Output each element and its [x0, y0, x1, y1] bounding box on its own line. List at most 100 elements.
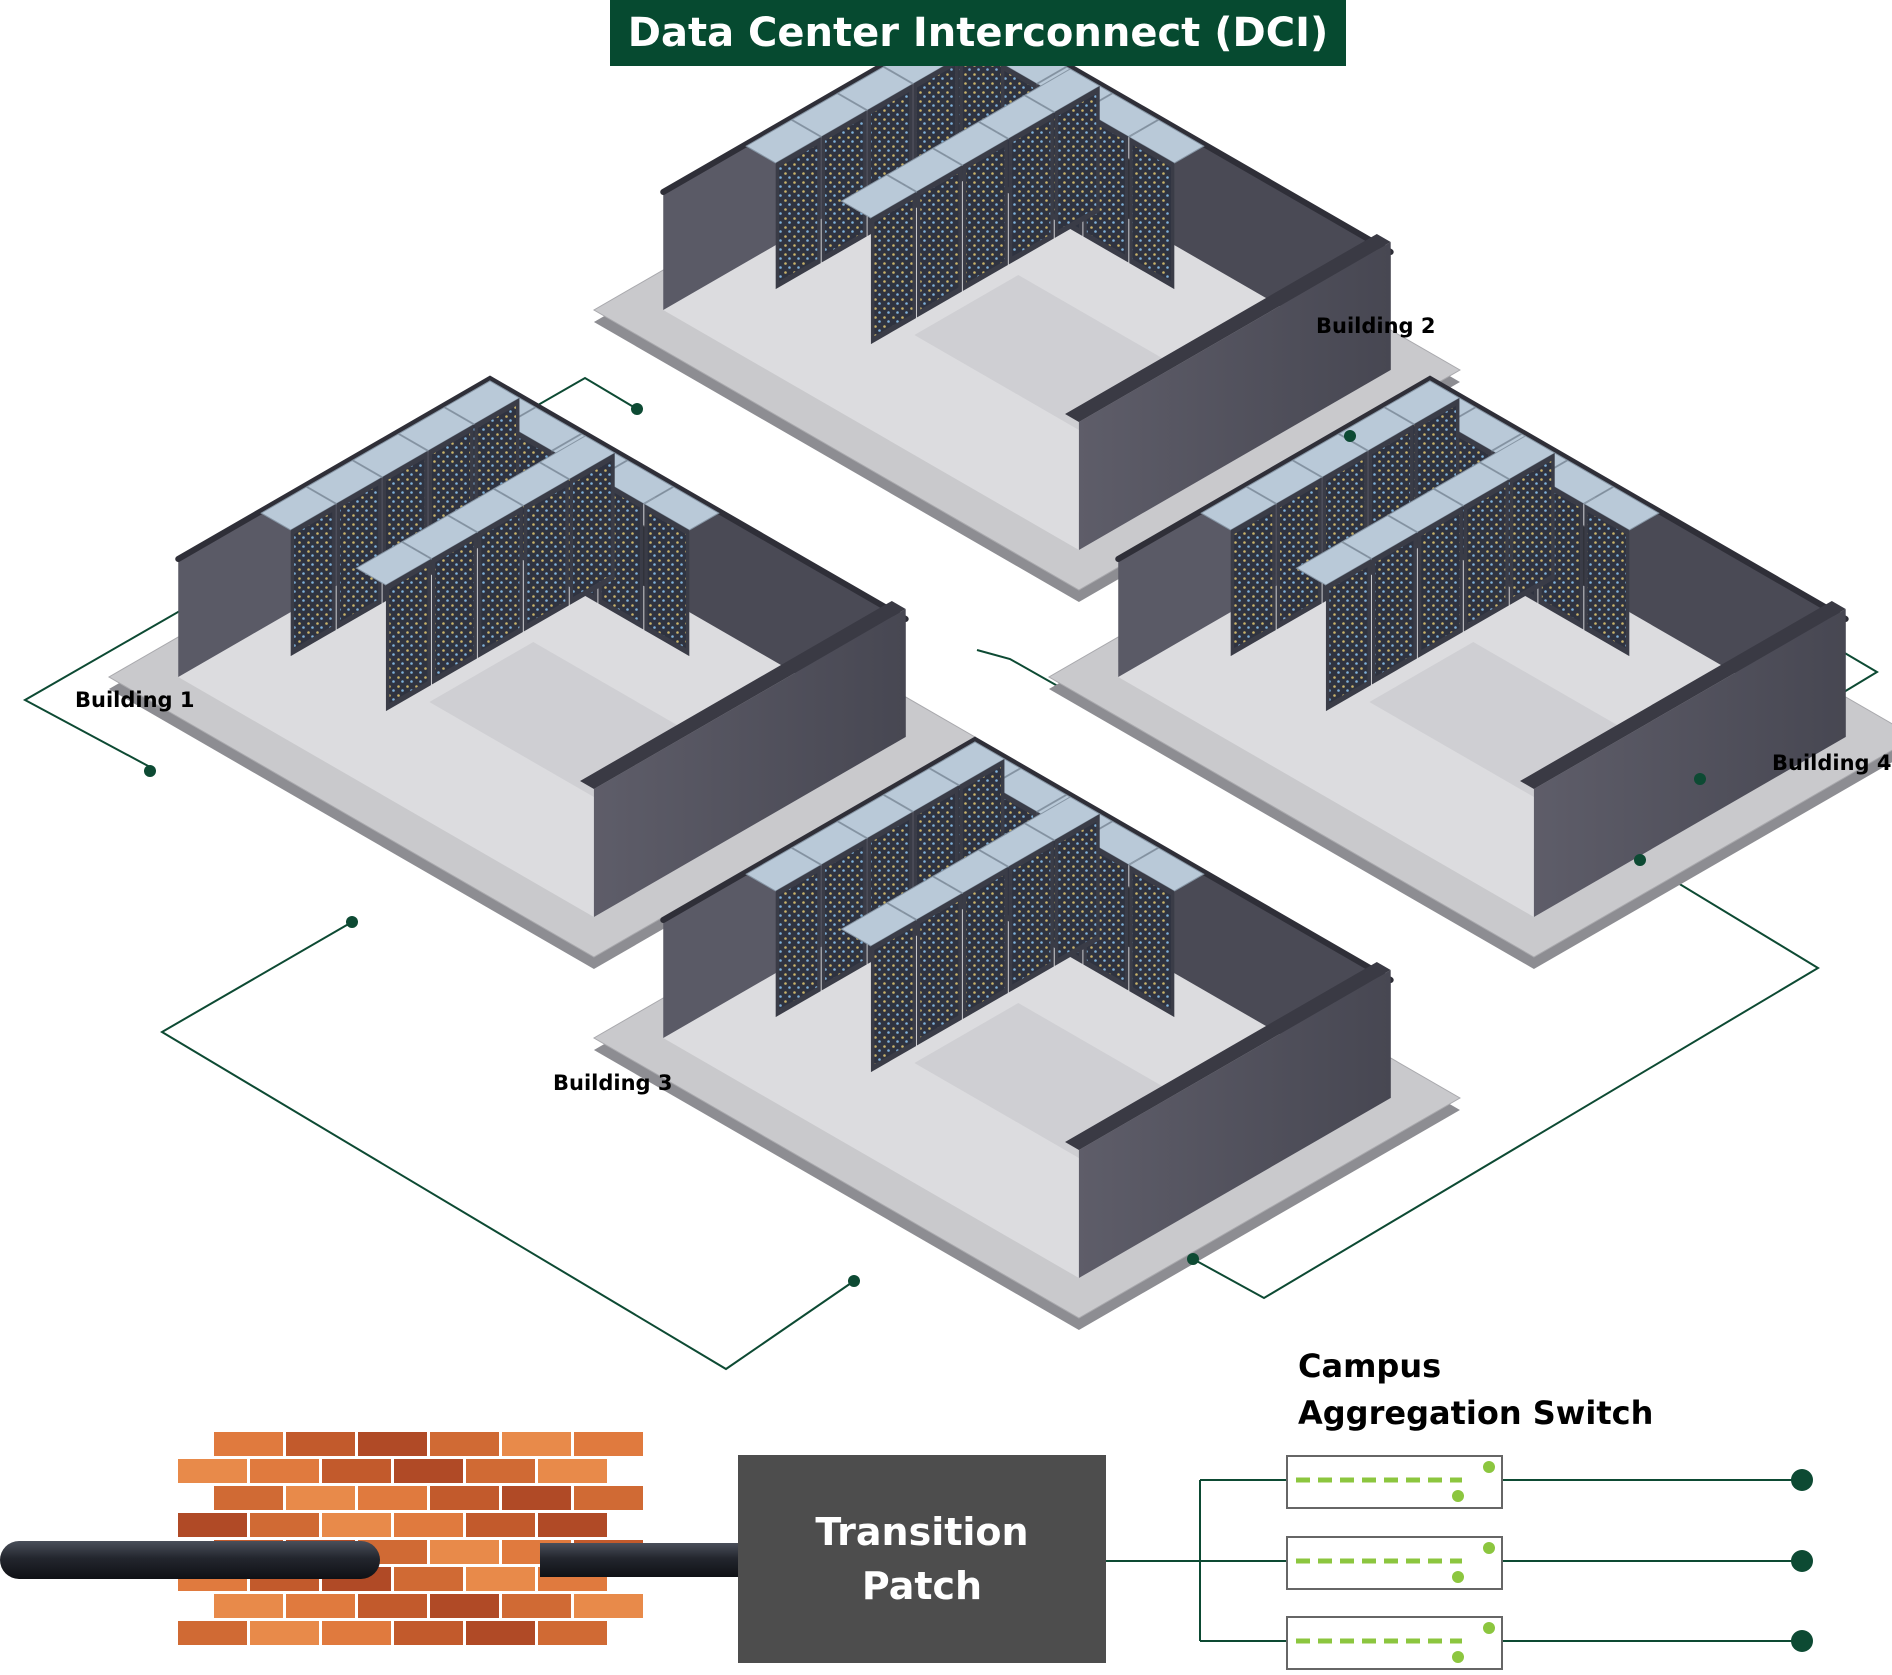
row-left-front-rack-3 [1387, 488, 1464, 659]
brick [286, 1486, 355, 1510]
node-b4-right-upper [1694, 773, 1706, 785]
brick [214, 1486, 283, 1510]
brick [502, 1486, 571, 1510]
brick [286, 1432, 355, 1456]
row-left-front-rack-3 [932, 121, 1009, 292]
brick [394, 1621, 463, 1645]
transition-patch-line-2: Patch [861, 1564, 983, 1608]
building-3-label: Building 3 [553, 1071, 673, 1095]
building-4-label: Building 4 [1772, 751, 1892, 775]
node-b4-right-lower [1634, 854, 1646, 866]
building-2-label: Building 2 [1316, 314, 1436, 338]
building-right-wall-top [1065, 234, 1391, 422]
brick [322, 1513, 391, 1537]
aggregation-switch-3 [1286, 1616, 1503, 1670]
brick [358, 1432, 427, 1456]
brick [574, 1594, 643, 1618]
building-wall-top [175, 375, 909, 622]
row-left-back-rack-5 [745, 119, 822, 290]
row-left-front-rack-1 [1024, 796, 1101, 966]
brick [250, 1459, 319, 1483]
cable-front [0, 1541, 380, 1579]
aggregation-switch-title-line-1: Campus [1298, 1347, 1442, 1385]
row-left-back-rack-5 [1200, 486, 1277, 657]
uplink-endpoint-2 [1791, 1550, 1813, 1572]
brick [178, 1459, 247, 1483]
uplink-endpoint-3 [1791, 1630, 1813, 1652]
brick [466, 1567, 535, 1591]
building-right-wall-top [1065, 962, 1391, 1150]
uplink-endpoint-1 [1791, 1469, 1813, 1491]
link-b1-b3 [160, 921, 855, 1371]
row-left-front-rack-3 [932, 849, 1009, 1020]
row-left-front-rack-3 [447, 488, 524, 659]
brick [430, 1540, 499, 1564]
row-left-back-rack-5 [745, 847, 822, 1018]
brick [502, 1432, 571, 1456]
node-b1-bottom [346, 916, 358, 928]
node-b1-left [144, 765, 156, 777]
row-left-back-rack-5 [260, 486, 337, 657]
brick [466, 1459, 535, 1483]
building-right-wall [1078, 242, 1391, 550]
building-1-label: Building 1 [75, 688, 195, 712]
row-left-front-rack-1 [1024, 68, 1101, 238]
brick [250, 1621, 319, 1645]
node-b3-left [848, 1275, 860, 1287]
building-wall-top [1115, 375, 1849, 622]
row-left-front-rack-2 [1433, 461, 1510, 632]
row-left-front-rack-2 [978, 822, 1055, 993]
brick [430, 1486, 499, 1510]
brick [538, 1513, 607, 1537]
row-left-front-rack-5 [1295, 541, 1372, 712]
row-left-front-rack-5 [355, 541, 432, 712]
buildings-layer [107, 8, 1892, 1330]
brick [214, 1594, 283, 1618]
brick [250, 1513, 319, 1537]
row-left-front-rack-1 [539, 435, 616, 605]
row-back-rack-5 [643, 486, 720, 657]
building-right-wall [1078, 970, 1391, 1278]
uplink-endpoints [1791, 1469, 1813, 1652]
switch-wiring [1106, 1479, 1800, 1642]
brick [394, 1459, 463, 1483]
brick [430, 1432, 499, 1456]
row-back-rack-5 [1583, 486, 1660, 657]
aggregation-switch-title-line-2: Aggregation Switch [1298, 1394, 1654, 1432]
brick [502, 1594, 571, 1618]
aggregation-switch-1 [1286, 1455, 1503, 1509]
fiber-cable [0, 1541, 740, 1579]
building-3 [592, 736, 1461, 1330]
brick [214, 1432, 283, 1456]
node-b3-right [1187, 1253, 1199, 1265]
row-left-front-rack-1 [1479, 435, 1556, 605]
row-left-front-rack-4 [886, 147, 963, 318]
brick [358, 1486, 427, 1510]
brick [574, 1432, 643, 1456]
transition-patch: Transition Patch [738, 1455, 1106, 1663]
title-banner: Data Center Interconnect (DCI) [610, 0, 1346, 66]
row-left-back-rack-4 [1246, 459, 1323, 630]
brick [178, 1621, 247, 1645]
brick [574, 1486, 643, 1510]
transition-patch-line-1: Transition [815, 1510, 1029, 1554]
row-left-front-rack-2 [978, 94, 1055, 265]
brick [466, 1621, 535, 1645]
row-left-front-rack-4 [886, 875, 963, 1046]
building-wall-top [660, 736, 1394, 983]
brick [430, 1594, 499, 1618]
row-back-rack-5 [1128, 847, 1205, 1018]
row-left-front-rack-5 [840, 174, 917, 345]
brick [466, 1513, 535, 1537]
building-2 [592, 8, 1461, 602]
aggregation-switch-2 [1286, 1536, 1503, 1590]
row-left-back-rack-4 [791, 92, 868, 263]
building-right-wall-top [1520, 601, 1846, 789]
building-4 [1047, 375, 1892, 969]
row-back-rack-5 [1128, 119, 1205, 290]
row-left-back-rack-4 [306, 459, 383, 630]
brick [394, 1513, 463, 1537]
link-nodes [144, 403, 1706, 1287]
